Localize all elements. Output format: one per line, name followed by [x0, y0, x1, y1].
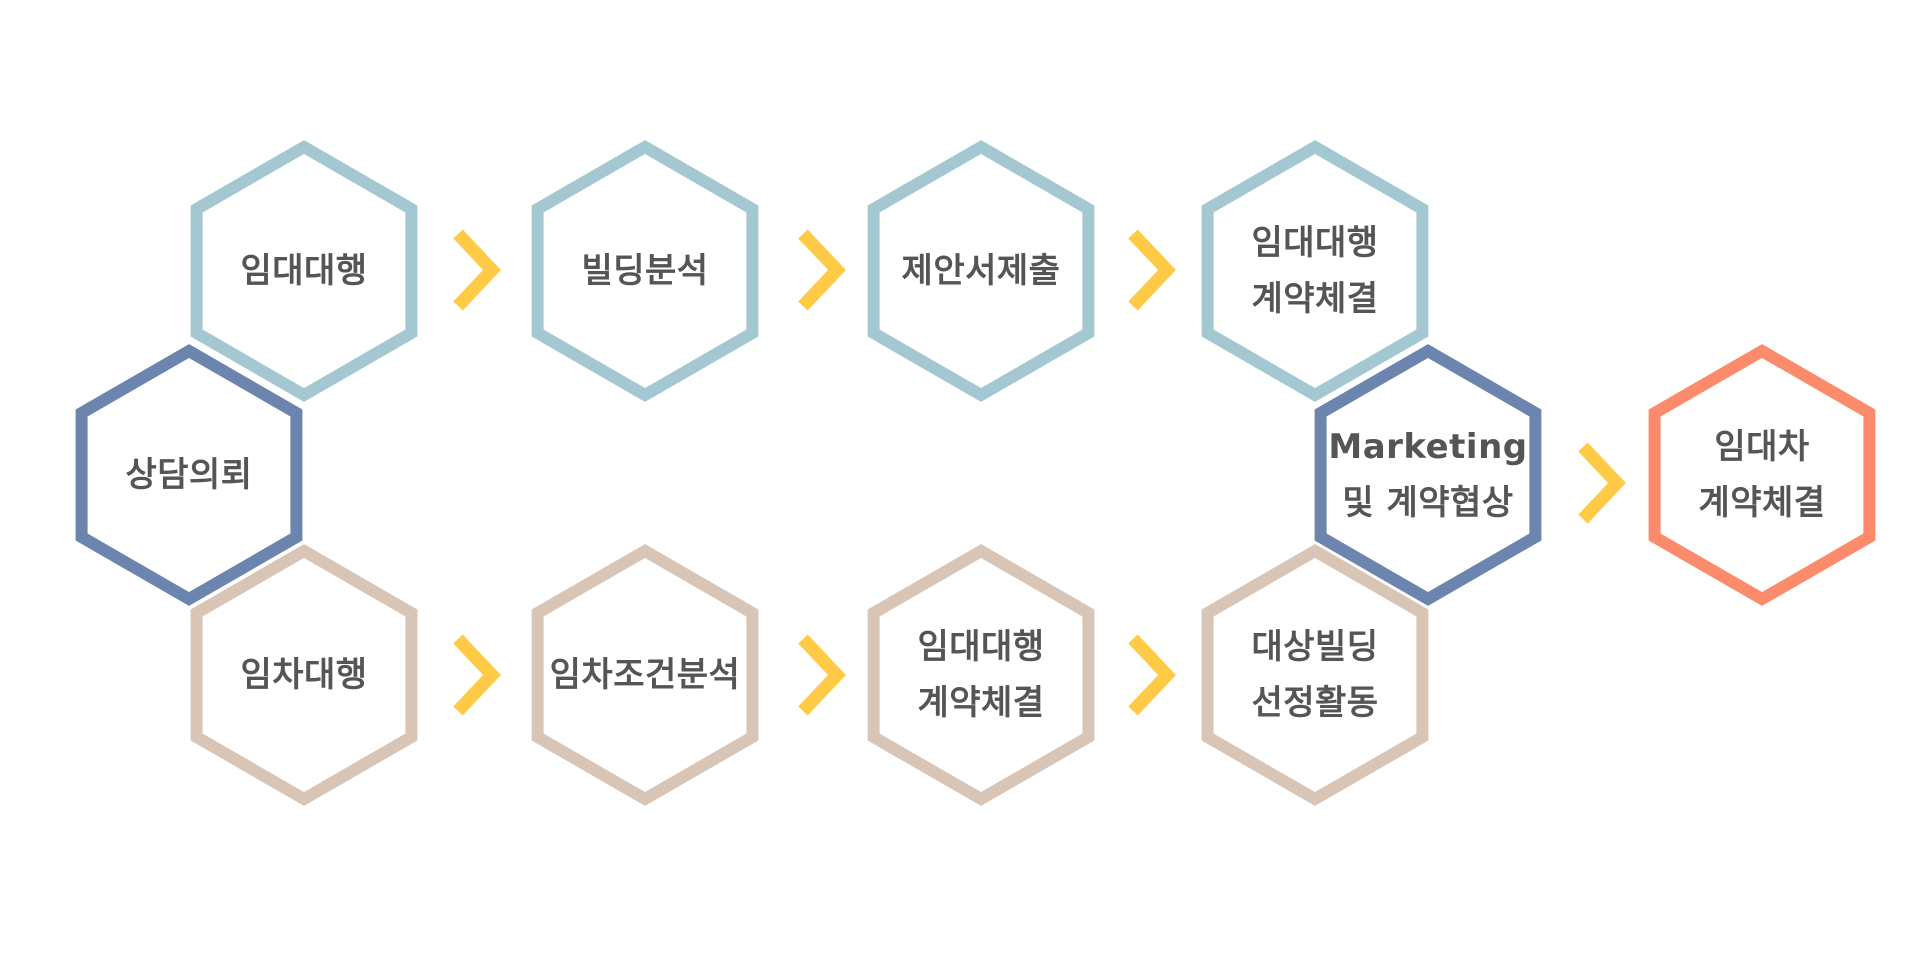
hex-node-consultation-request: 상담의뢰 [75, 344, 303, 606]
hexagon-shape [531, 544, 759, 806]
hex-label-line: 임대대행 [917, 627, 1044, 667]
arrow-top-1-chevron-icon [453, 229, 501, 311]
hexagon-shape [531, 140, 759, 402]
hexagon-shape [1314, 344, 1542, 606]
hex-label-line: 선정활동 [1251, 683, 1378, 723]
hex-node-building-analysis: 빌딩분석 [531, 140, 759, 402]
hex-node-proposal-submission: 제안서제출 [867, 140, 1095, 402]
arrow-bottom-2-chevron-icon [798, 634, 846, 716]
hex-label-line: 및 계약협상 [1342, 483, 1513, 523]
hex-label-line: 임대대행 [1251, 223, 1378, 263]
arrow-final-chevron-icon [1578, 442, 1626, 524]
hex-label-line: 대상빌딩 [1251, 627, 1378, 667]
hexagon-shape [75, 344, 303, 606]
hexagon-shape [1201, 140, 1429, 402]
hex-label-line: 임차조건분석 [550, 655, 741, 695]
hexagon-shape [1201, 544, 1429, 806]
hex-node-marketing-negotiation: Marketing 및 계약협상 [1314, 344, 1542, 606]
hex-label-line: Marketing [1328, 427, 1527, 467]
arrow-bottom-1-chevron-icon [453, 634, 501, 716]
hex-label-line: 계약체결 [1251, 279, 1378, 319]
hex-label-line: 임차대행 [240, 655, 367, 695]
hex-label-line: 임대차 [1714, 427, 1809, 467]
hex-label-line: 계약체결 [1698, 483, 1825, 523]
hex-label-line: 빌딩분석 [581, 251, 708, 291]
arrow-top-2-chevron-icon [798, 229, 846, 311]
hex-label-line: 계약체결 [917, 683, 1044, 723]
arrow-layer [453, 229, 1626, 716]
hex-label-line: 상담의뢰 [125, 455, 252, 495]
hexagon-shape [190, 544, 418, 806]
hexagon-shape [867, 544, 1095, 806]
arrow-top-3-chevron-icon [1128, 229, 1176, 311]
hexagon-shape [190, 140, 418, 402]
hex-label-line: 임대대행 [240, 251, 367, 291]
hexagon-shape [1648, 344, 1876, 606]
arrow-bottom-3-chevron-icon [1128, 634, 1176, 716]
hex-node-tenant-agency: 임차대행 [190, 544, 418, 806]
hex-label-line: 제안서제출 [902, 251, 1061, 291]
hex-node-lease-agency: 임대대행 [190, 140, 418, 402]
hex-node-tenant-condition-analysis: 임차조건분석 [531, 544, 759, 806]
hexagon-shape [867, 140, 1095, 402]
